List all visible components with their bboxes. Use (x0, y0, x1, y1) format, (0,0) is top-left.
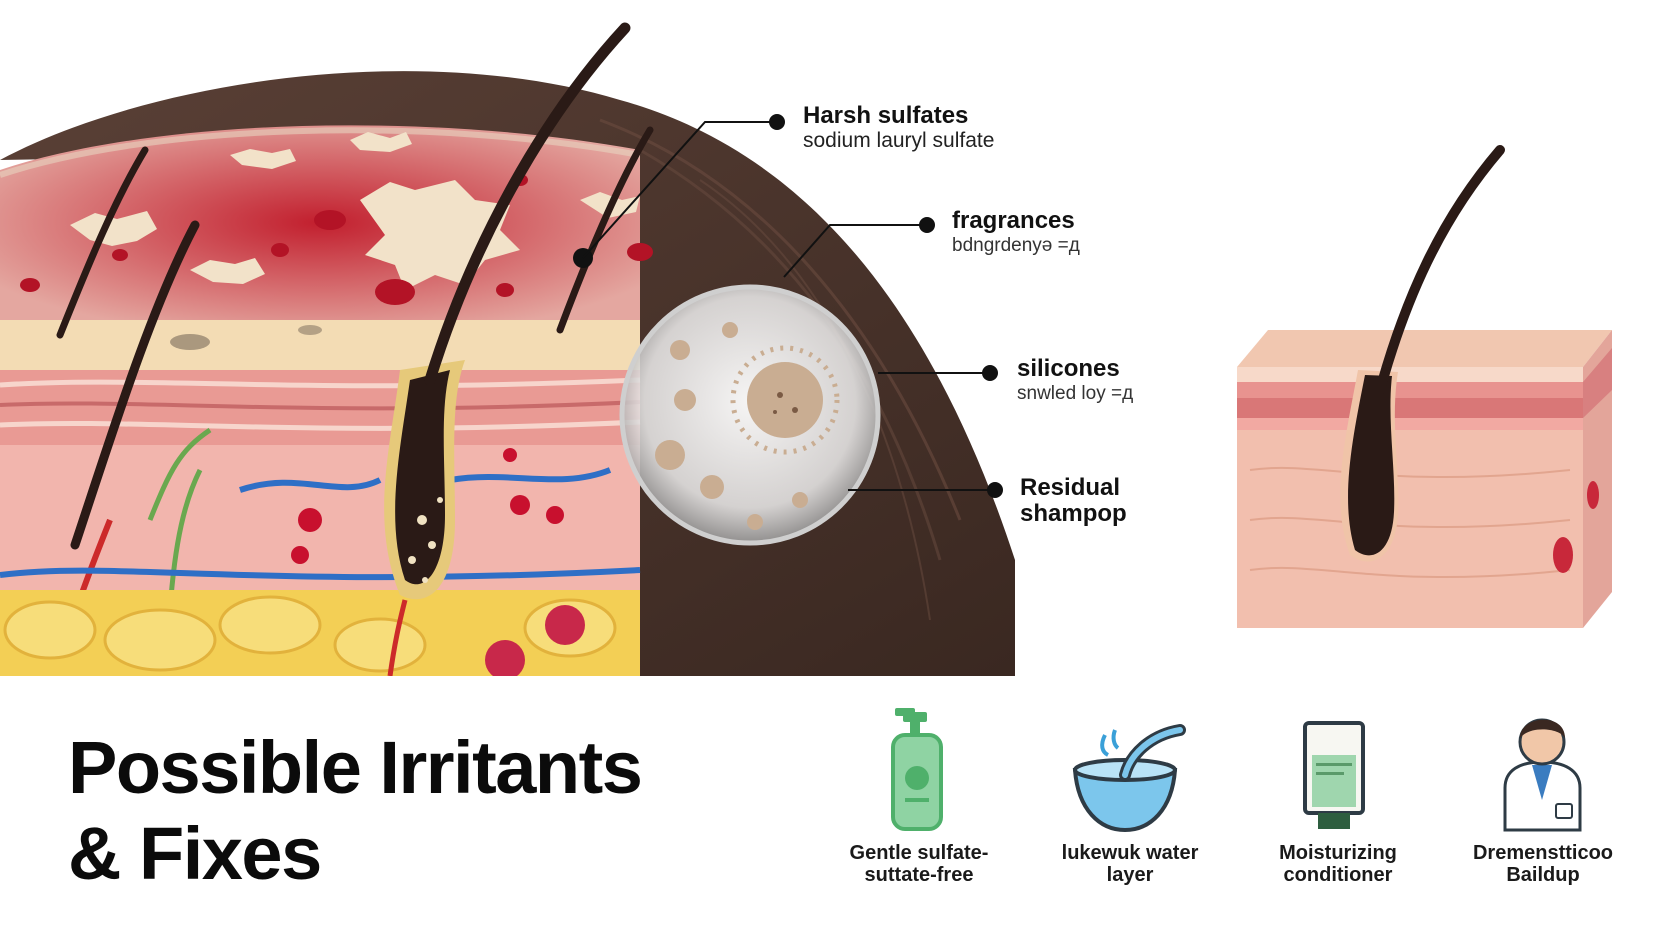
callout-subtitle: bdngrdenyə =д (952, 235, 1080, 256)
fix-label-line-2: conditioner (1283, 864, 1393, 886)
scalp-illustration (0, 22, 1015, 676)
callout-silicones: silicones snwled loy =д (1017, 356, 1133, 406)
fix-label: Moisturizing conditioner (1243, 842, 1433, 886)
title-line-1: Possible Irritants (68, 726, 643, 809)
fix-label: Dremenstticoo Baildup (1448, 842, 1638, 886)
healthy-skin-block (1237, 145, 1612, 628)
page-title: Possible Irritants & Fixes (68, 725, 643, 897)
conditioner-tube-icon (1303, 721, 1365, 829)
title-line-2: & Fixes (68, 812, 322, 895)
fix-label-line-2: layer (1106, 864, 1154, 886)
dermatologist-icon (1503, 718, 1582, 832)
callout-title: Residual (1020, 474, 1121, 501)
fix-dermatologist: Dremenstticoo Baildup (1448, 842, 1638, 886)
callout-title: silicones (1017, 355, 1120, 382)
callout-subtitle: snwled loy =д (1017, 383, 1134, 404)
fix-moisturizing-conditioner: Moisturizing conditioner (1243, 842, 1433, 886)
fix-lukewarm-water: lukewuk water layer (1035, 842, 1225, 886)
callout-leaders (573, 114, 1003, 498)
fix-label-line-1: lukewuk water (1061, 842, 1199, 864)
callout-residual-shampoo: Residual shampop (1020, 475, 1127, 527)
water-bowl-icon (1072, 724, 1186, 833)
callout-subtitle: shampop (1020, 500, 1127, 527)
pump-bottle-icon (891, 708, 943, 831)
fix-label: lukewuk water layer (1035, 842, 1225, 886)
fix-label-line-2: suttate-free (864, 864, 974, 886)
callout-subtitle: sodium lauryl sulfate (803, 129, 995, 152)
callout-fragrances: fragrances bdngrdenyə =д (952, 208, 1080, 258)
callout-harsh-sulfates: Harsh sulfates sodium lauryl sulfate (803, 103, 994, 153)
fix-label: Gentle sulfate- suttate-free (824, 842, 1014, 886)
callout-title: fragrances (952, 207, 1075, 234)
fix-label-line-1: Moisturizing (1279, 842, 1397, 864)
fix-label-line-1: Dremenstticoo (1472, 842, 1614, 864)
callout-title: Harsh sulfates (803, 102, 969, 129)
fix-label-line-1: Gentle sulfate- (849, 842, 989, 864)
fix-gentle-shampoo: Gentle sulfate- suttate-free (824, 842, 1014, 886)
fix-label-line-2: Baildup (1506, 864, 1580, 886)
